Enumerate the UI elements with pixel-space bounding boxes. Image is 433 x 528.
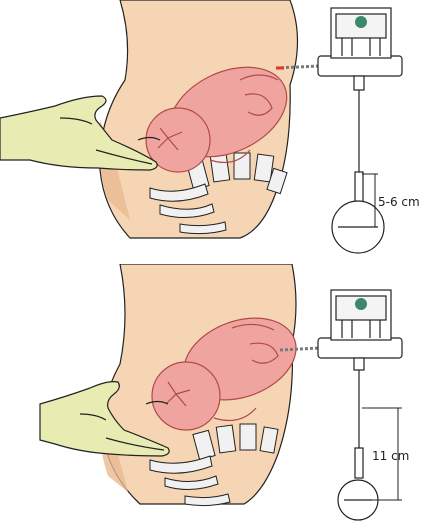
ultrasound-device (318, 290, 402, 358)
panel-illustration: 5-6 cm (0, 0, 433, 260)
panel-early-engagement: 5-6 cm (0, 0, 433, 260)
panel-illustration: 11 cm (0, 264, 433, 524)
probe-cable (276, 66, 320, 68)
probe-cable (280, 348, 320, 350)
panel-late-engagement: 11 cm (0, 264, 433, 524)
device-logo-icon (355, 298, 367, 310)
ultrasound-device (318, 8, 402, 76)
probe-shaft (354, 358, 364, 478)
measurement-label: 11 cm (372, 449, 409, 463)
measurement-label: 5-6 cm (378, 195, 420, 209)
probe-shaft (354, 76, 364, 202)
device-logo-icon (355, 16, 367, 28)
